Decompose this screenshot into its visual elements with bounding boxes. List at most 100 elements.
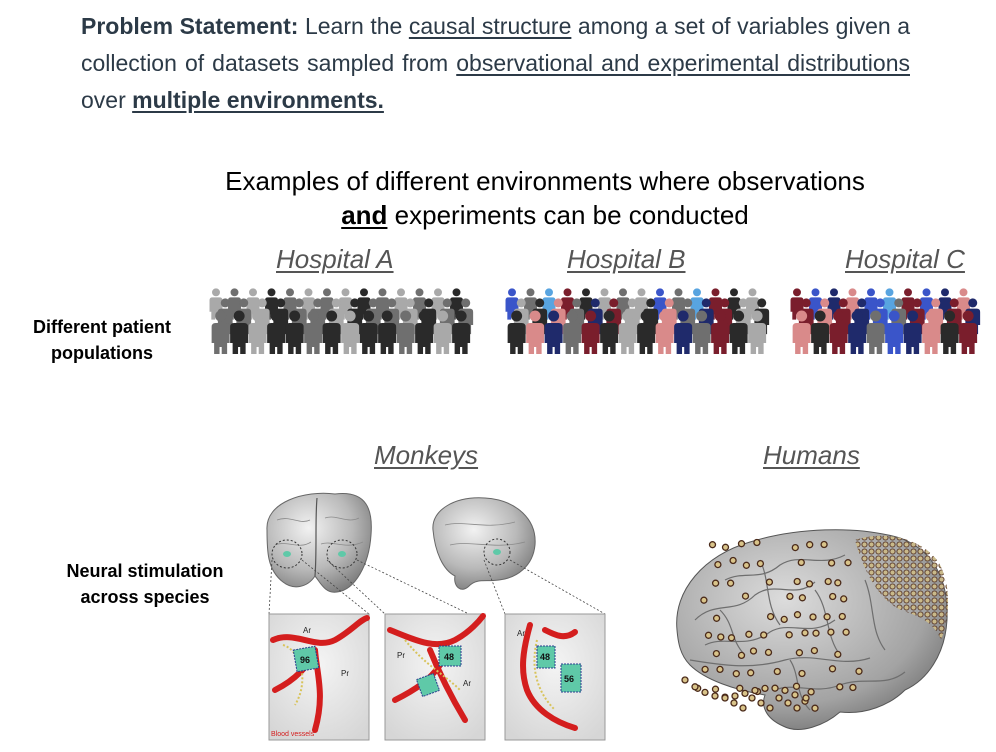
electrode-dot [807, 688, 815, 696]
electrode-dot [732, 670, 740, 678]
gyrus-line [694, 581, 816, 621]
electrode-dot [791, 691, 799, 699]
electrode-dot [836, 683, 844, 691]
person-icon [452, 310, 471, 354]
electrode-dots [681, 538, 863, 712]
person-icon [433, 310, 452, 354]
person-icon [959, 310, 978, 354]
electrode-dot [708, 541, 717, 549]
electrode-dot [712, 614, 721, 622]
electrode-dot [811, 704, 819, 712]
electrode-dot [711, 685, 720, 693]
monkeys-label: Monkeys [374, 440, 479, 470]
electrode-dot [753, 538, 761, 547]
person-icon [811, 310, 830, 354]
electrode-dot [855, 667, 863, 675]
zoom-panel-3: 48 56 Ar [504, 613, 606, 741]
electrode-dot [751, 686, 759, 695]
electrode-dot [793, 611, 802, 619]
electrode-dot [701, 665, 709, 674]
electrode-dot [828, 665, 837, 673]
electrode-dot [801, 629, 809, 637]
electrode-dot [712, 649, 721, 658]
person-icon [600, 310, 619, 354]
examples-heading: Examples of different environments where… [130, 164, 960, 232]
electrode-dot [797, 558, 805, 567]
electrode-dot [771, 684, 779, 692]
human-brain-figure [676, 529, 949, 730]
gyrus-line [724, 554, 846, 581]
person-icon [378, 310, 397, 354]
electrode-dot [795, 649, 804, 657]
electrode-dot [748, 694, 756, 702]
person-icon [885, 310, 904, 354]
person-icon [304, 310, 323, 354]
electrode-dot [716, 665, 724, 674]
electrode-dot [711, 579, 720, 587]
electrode-96: 96 [300, 655, 310, 665]
electrode-dot [827, 628, 835, 636]
person-icon [211, 310, 230, 354]
person-icon [396, 310, 415, 354]
electrode-dot [838, 612, 846, 621]
person-icon [940, 310, 959, 354]
person-icon [230, 310, 249, 354]
monkey-brain-figure: 96 Ar Pr Blood vessels 48 Pr Ar 48 56 Ar [266, 492, 606, 741]
gyrus-line [689, 657, 871, 667]
problem-text-2: among a set of variables given a collect… [81, 13, 910, 76]
electrode-dot [761, 684, 769, 693]
electrode-48-b: 48 [540, 652, 550, 662]
gyrus-line [704, 619, 836, 646]
electrode-dot [736, 684, 744, 692]
electrode-dot [691, 683, 699, 691]
zoom-panel-1: 96 Ar Pr Blood vessels [268, 613, 370, 741]
electrode-dot [681, 676, 689, 684]
crowd-hospital-c [790, 288, 981, 354]
monkey-brain-front [266, 492, 372, 593]
heading-line-2-rest: experiments can be conducted [387, 200, 749, 230]
electrode-dot [721, 543, 730, 551]
person-icon [526, 310, 545, 354]
electrode-dot [766, 612, 775, 621]
problem-lead: Problem Statement: [81, 13, 299, 39]
label-ar-1: Ar [303, 626, 311, 635]
multiple-environments: multiple environments. [132, 87, 384, 113]
electrode-dot [775, 694, 783, 702]
electrode-48-a: 48 [444, 652, 454, 662]
electrode-dot [714, 560, 722, 569]
hospital-c-label: Hospital C [845, 244, 965, 274]
monkey-brain-side [432, 497, 536, 590]
person-icon [267, 310, 286, 354]
electrode-dot [793, 704, 801, 712]
electrode-dot [786, 592, 794, 601]
problem-statement: Problem Statement: Learn the causal stru… [81, 8, 910, 119]
electrode-dot [784, 699, 792, 707]
neural-stimulation-label: Neural stimulation across species [40, 558, 250, 610]
electrode-dot [812, 629, 820, 637]
electrode-dot [798, 594, 807, 602]
gyrus-line [814, 589, 841, 656]
electrode-dot [806, 541, 814, 549]
electrode-dot [749, 647, 758, 655]
electrode-dot [809, 613, 817, 621]
electrode-dot [834, 650, 842, 659]
electrode-dot [766, 704, 774, 712]
electrode-dot [810, 646, 819, 655]
electrode-dot [842, 628, 850, 636]
person-icon [792, 310, 811, 354]
person-icon [692, 310, 711, 354]
electrode-dot [726, 579, 735, 587]
patient-label-line-2: populations [51, 343, 153, 363]
person-icon [637, 310, 656, 354]
electrode-dot [760, 631, 768, 639]
neural-label-line-1: Neural stimulation [66, 561, 224, 581]
person-icon [922, 310, 941, 354]
electrode-dot [780, 615, 788, 624]
electrode-dot [792, 682, 801, 690]
electrode-dot [765, 578, 774, 586]
electrode-dot [747, 669, 755, 677]
person-icon [415, 310, 434, 354]
electrode-dot [701, 688, 709, 697]
electrode-dot [741, 689, 749, 698]
person-icon [563, 310, 582, 354]
